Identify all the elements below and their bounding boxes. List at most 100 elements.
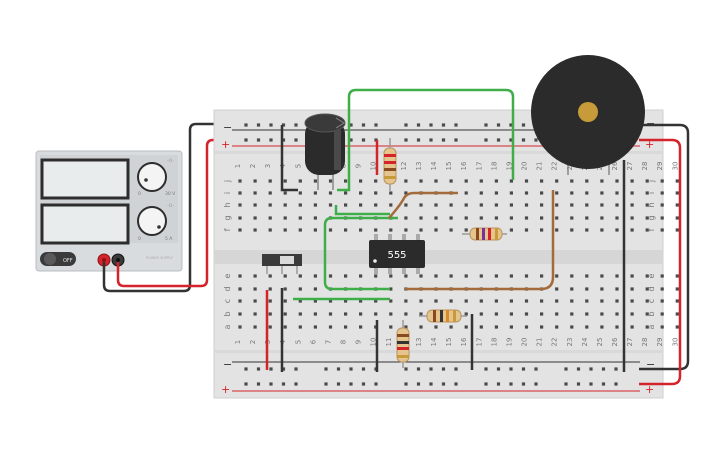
column-number: 27: [626, 338, 634, 347]
row-letter: j: [223, 180, 232, 183]
column-number: 27: [626, 162, 634, 171]
column-number: 10: [370, 162, 378, 171]
column-number: 26: [611, 337, 619, 346]
column-number: 29: [656, 338, 664, 347]
current-knob-min: 0: [138, 236, 141, 242]
resistor-4[interactable]: [396, 320, 410, 368]
column-number: 29: [656, 162, 664, 171]
row-letter: d: [223, 286, 232, 291]
column-number: 2: [249, 340, 257, 344]
wire-brown-2[interactable]: [405, 190, 555, 291]
rail-minus-bottom: −: [223, 358, 232, 371]
current-display: [40, 203, 130, 245]
voltage-knob[interactable]: [137, 162, 167, 192]
column-number: 28: [641, 338, 649, 347]
electrolytic-capacitor[interactable]: [304, 113, 346, 190]
column-number: 15: [445, 162, 453, 171]
column-number: 28: [641, 162, 649, 171]
column-number: 5: [294, 164, 302, 168]
jumper-wires: [265, 88, 690, 386]
column-number: 15: [445, 338, 453, 347]
column-number: 13: [415, 338, 423, 347]
row-letter: h: [647, 202, 656, 207]
column-number: 8: [340, 340, 348, 344]
column-number: 20: [521, 162, 529, 171]
current-knob-max: 5 A: [165, 236, 173, 242]
wire-black-right[interactable]: [639, 123, 690, 371]
piezo-buzzer[interactable]: [531, 55, 645, 175]
voltage-knob-min: 0: [138, 191, 141, 197]
row-letter: e: [647, 273, 656, 278]
svg-text:-O-: -O-: [167, 203, 174, 209]
voltage-display: [40, 158, 130, 200]
column-number: 21: [536, 338, 544, 347]
column-number: 9: [355, 164, 363, 168]
column-number: 19: [505, 162, 513, 171]
wire-red-supply[interactable]: [116, 138, 238, 288]
ic-555[interactable]: 555: [369, 234, 425, 274]
rail-plus-top: +: [221, 138, 230, 151]
wire-green-1[interactable]: [337, 88, 515, 192]
column-number: 3: [264, 164, 272, 168]
column-number: 2: [249, 164, 257, 168]
column-number: 26: [611, 161, 619, 170]
column-number: 16: [460, 337, 468, 346]
column-number: 18: [490, 162, 498, 171]
rail-minus-top-right: −: [646, 117, 655, 130]
column-number: 30: [671, 162, 679, 171]
wire-green-3[interactable]: [323, 216, 398, 291]
row-letter: e: [223, 273, 232, 278]
row-letter: i: [223, 192, 232, 194]
column-number: 23: [566, 338, 574, 347]
column-number: 25: [596, 338, 604, 347]
column-number: 1: [234, 340, 242, 344]
column-number: 9: [355, 340, 363, 344]
wire-black-supply[interactable]: [102, 122, 238, 293]
row-letter: c: [223, 299, 232, 303]
row-letter: h: [223, 202, 232, 207]
wire-red-right[interactable]: [639, 138, 682, 386]
column-number: 14: [430, 337, 438, 346]
row-letter: a: [223, 324, 232, 329]
rail-plus-bottom-right: +: [645, 383, 654, 396]
resistor-2[interactable]: [462, 227, 507, 241]
row-letter: i: [647, 192, 656, 194]
ic-label: 555: [387, 250, 406, 261]
power-supply: 0 30 V 0 5 A -O- -O- OFF POWER SUPPLY: [35, 150, 183, 272]
current-knob[interactable]: [137, 206, 167, 236]
resistor-1[interactable]: [383, 138, 397, 192]
row-letter: g: [223, 215, 232, 220]
slide-switch[interactable]: [262, 254, 302, 274]
column-number: 18: [490, 338, 498, 347]
column-number: 22: [551, 338, 559, 347]
row-letter: f: [223, 228, 232, 231]
column-number: 17: [475, 162, 483, 171]
column-number: 12: [400, 162, 408, 171]
column-number: 21: [536, 162, 544, 171]
column-number: 7: [324, 340, 332, 344]
svg-text:-O-: -O-: [167, 158, 174, 164]
row-letter: b: [647, 311, 656, 316]
column-number: 11: [385, 338, 393, 347]
row-letter: c: [647, 299, 656, 303]
row-letter: f: [647, 228, 656, 231]
column-number: 17: [475, 338, 483, 347]
wire-black-1[interactable]: [280, 125, 298, 192]
column-number: 19: [505, 338, 513, 347]
column-number: 30: [671, 338, 679, 347]
brand-label: POWER SUPPLY: [146, 256, 174, 260]
column-number: 10: [370, 338, 378, 347]
row-letter: g: [647, 215, 656, 220]
row-letter: a: [647, 324, 656, 329]
resistor-3[interactable]: [419, 309, 467, 323]
column-number: 20: [521, 338, 529, 347]
column-number: 22: [551, 162, 559, 171]
wire-brown-1[interactable]: [388, 191, 458, 219]
column-number: 1: [234, 164, 242, 168]
column-number: 13: [415, 162, 423, 171]
wire-green-2[interactable]: [334, 205, 390, 216]
column-number: 6: [309, 339, 317, 344]
rail-plus-top-right: +: [645, 138, 654, 151]
row-letter: j: [647, 180, 656, 183]
